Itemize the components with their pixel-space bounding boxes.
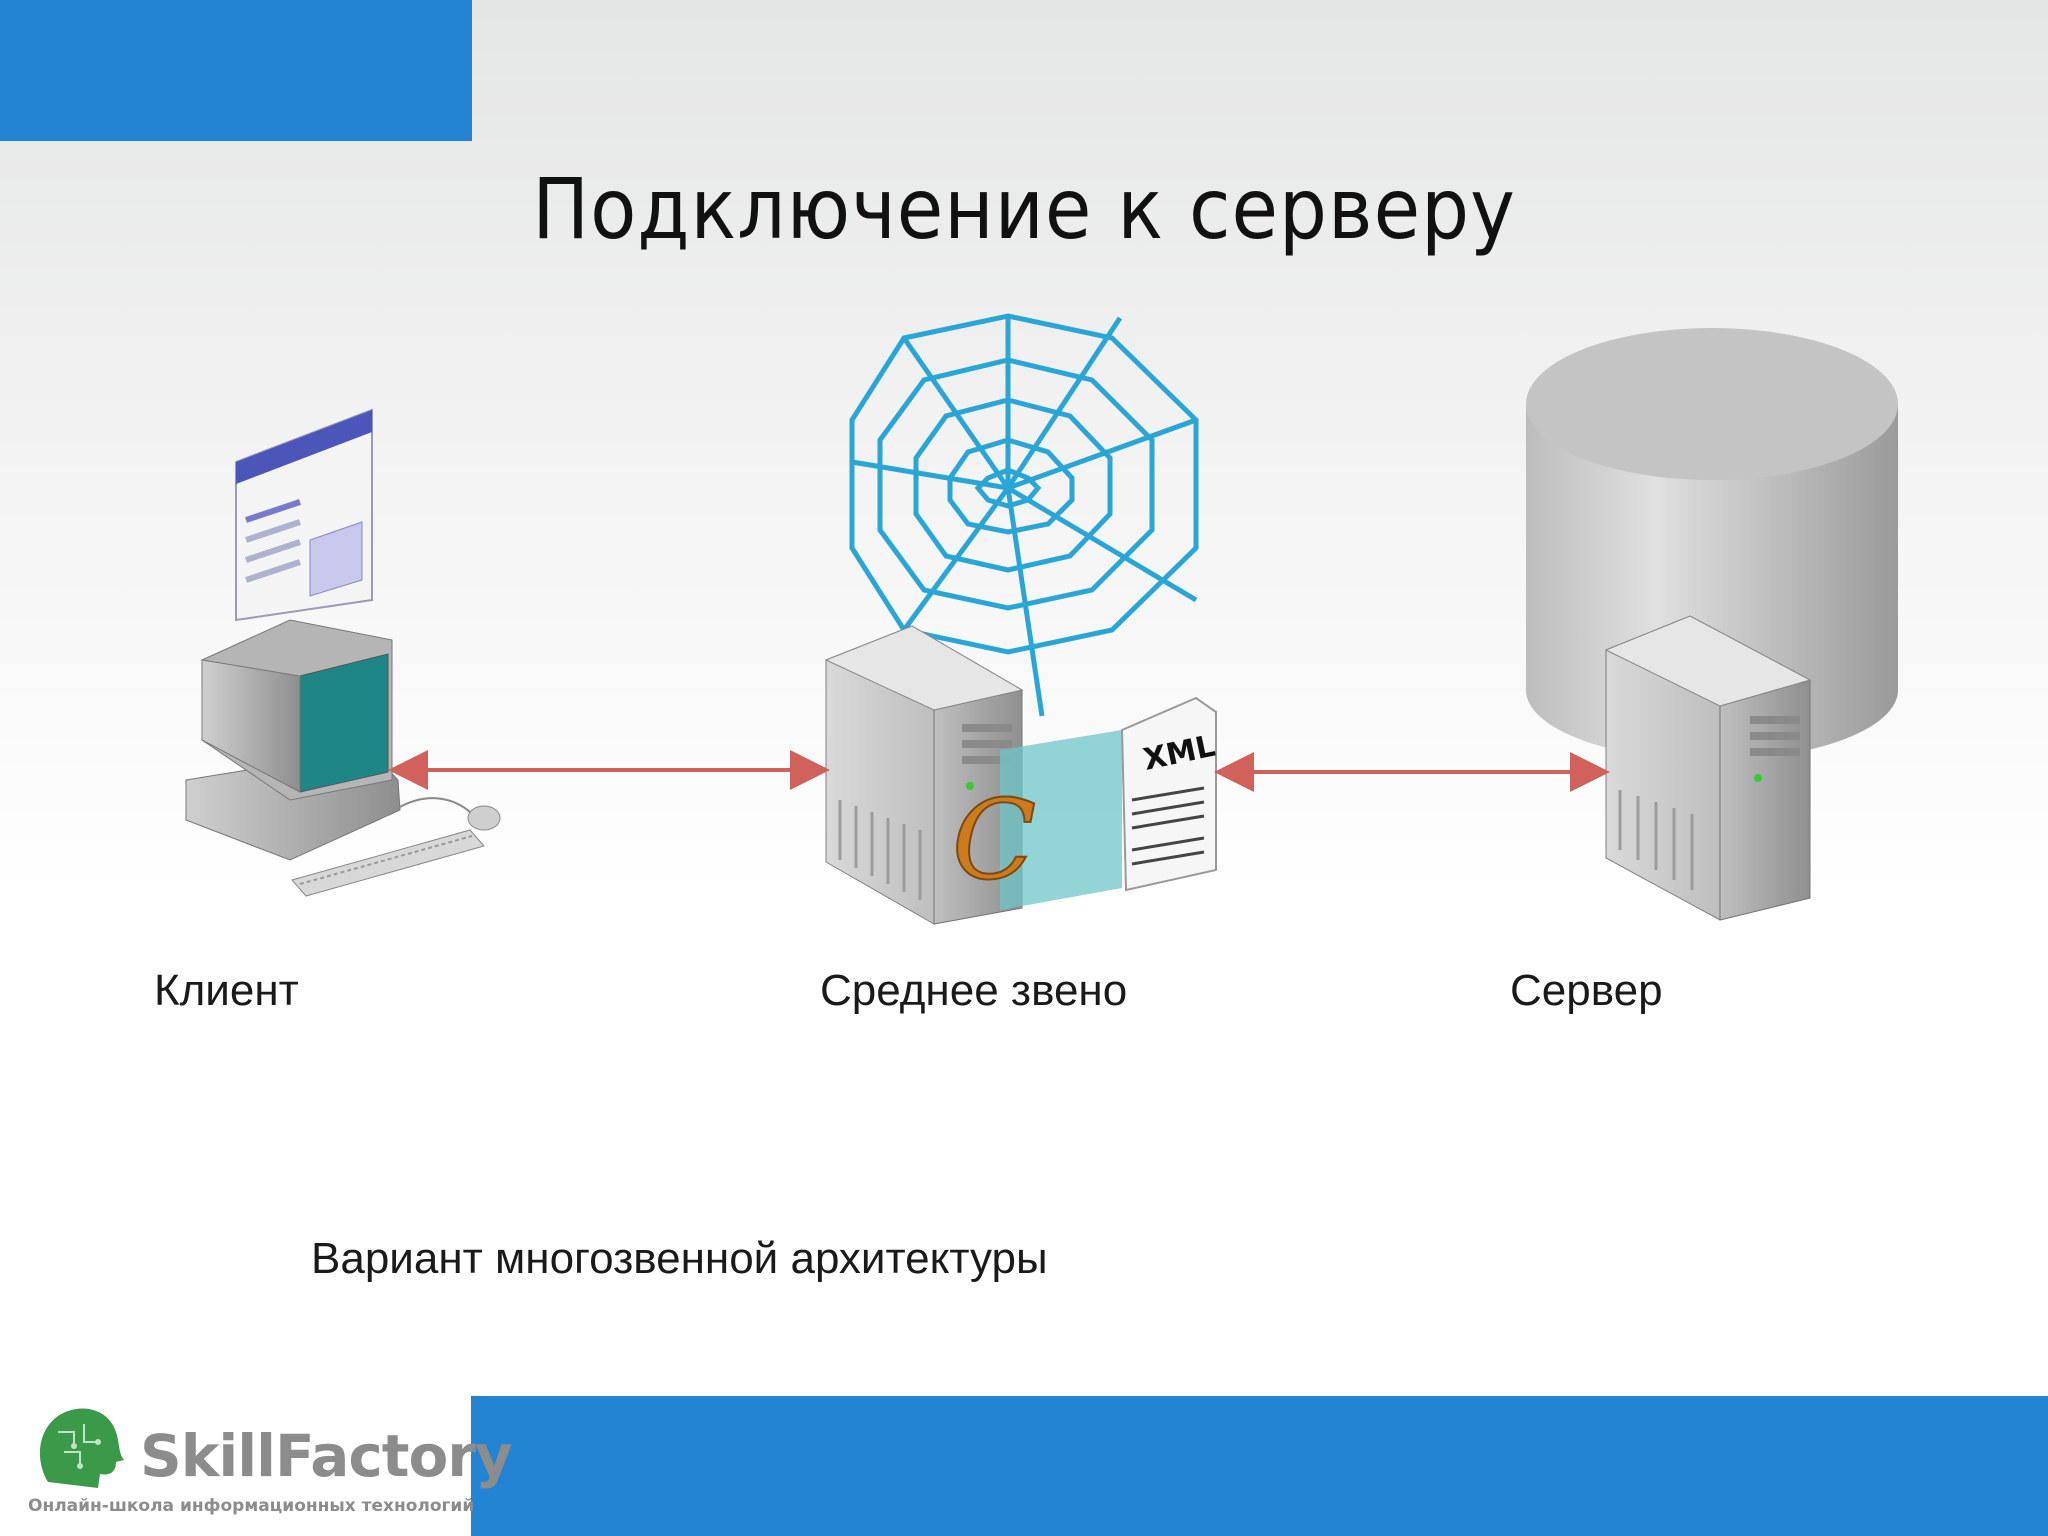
client-computer-icon	[185, 619, 501, 897]
slide-subtitle: Вариант многозвенной архитектуры	[311, 1234, 1048, 1283]
skillfactory-logo: SkillFactory Онлайн-школа информационных…	[28, 1402, 513, 1532]
bottom-accent-bar	[471, 1396, 2048, 1536]
server-label: Сервер	[1510, 966, 1663, 1015]
slide-title: Подключение к серверу	[532, 160, 1516, 258]
middle-tier-server-icon	[824, 625, 1122, 925]
c-language-icon: C	[952, 776, 1036, 904]
client-label: Клиент	[154, 966, 299, 1015]
xml-document-icon	[1120, 696, 1217, 892]
head-circuit-icon	[39, 1408, 124, 1488]
server-tower-icon	[1604, 615, 1812, 921]
logo-wordmark: SkillFactory	[140, 1422, 513, 1490]
top-accent-bar	[0, 0, 472, 141]
web-icon	[849, 313, 1199, 717]
client-browser-window-icon	[235, 408, 373, 622]
logo-tagline: Онлайн-школа информационных технологий	[28, 1496, 475, 1516]
middle-tier-label: Среднее звено	[820, 966, 1128, 1015]
